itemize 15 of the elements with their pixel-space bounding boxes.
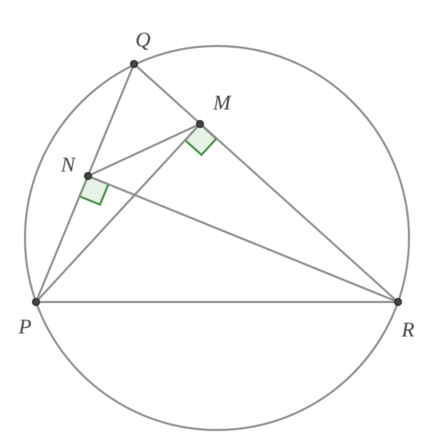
line-segment (91, 176, 395, 302)
point-label: R (402, 320, 414, 340)
point-dot (394, 298, 402, 306)
line-segment (91, 124, 197, 176)
point-label: Q (135, 30, 151, 50)
point-label: N (61, 154, 75, 176)
line-segment (38, 126, 198, 300)
point-label: P (18, 316, 32, 338)
point-dot (32, 298, 40, 306)
point-dot (196, 120, 204, 128)
point-dot (84, 172, 92, 180)
line-segment (40, 301, 394, 303)
point-dot (130, 60, 138, 68)
point-label: M (213, 92, 231, 114)
line-segment (36, 67, 134, 299)
